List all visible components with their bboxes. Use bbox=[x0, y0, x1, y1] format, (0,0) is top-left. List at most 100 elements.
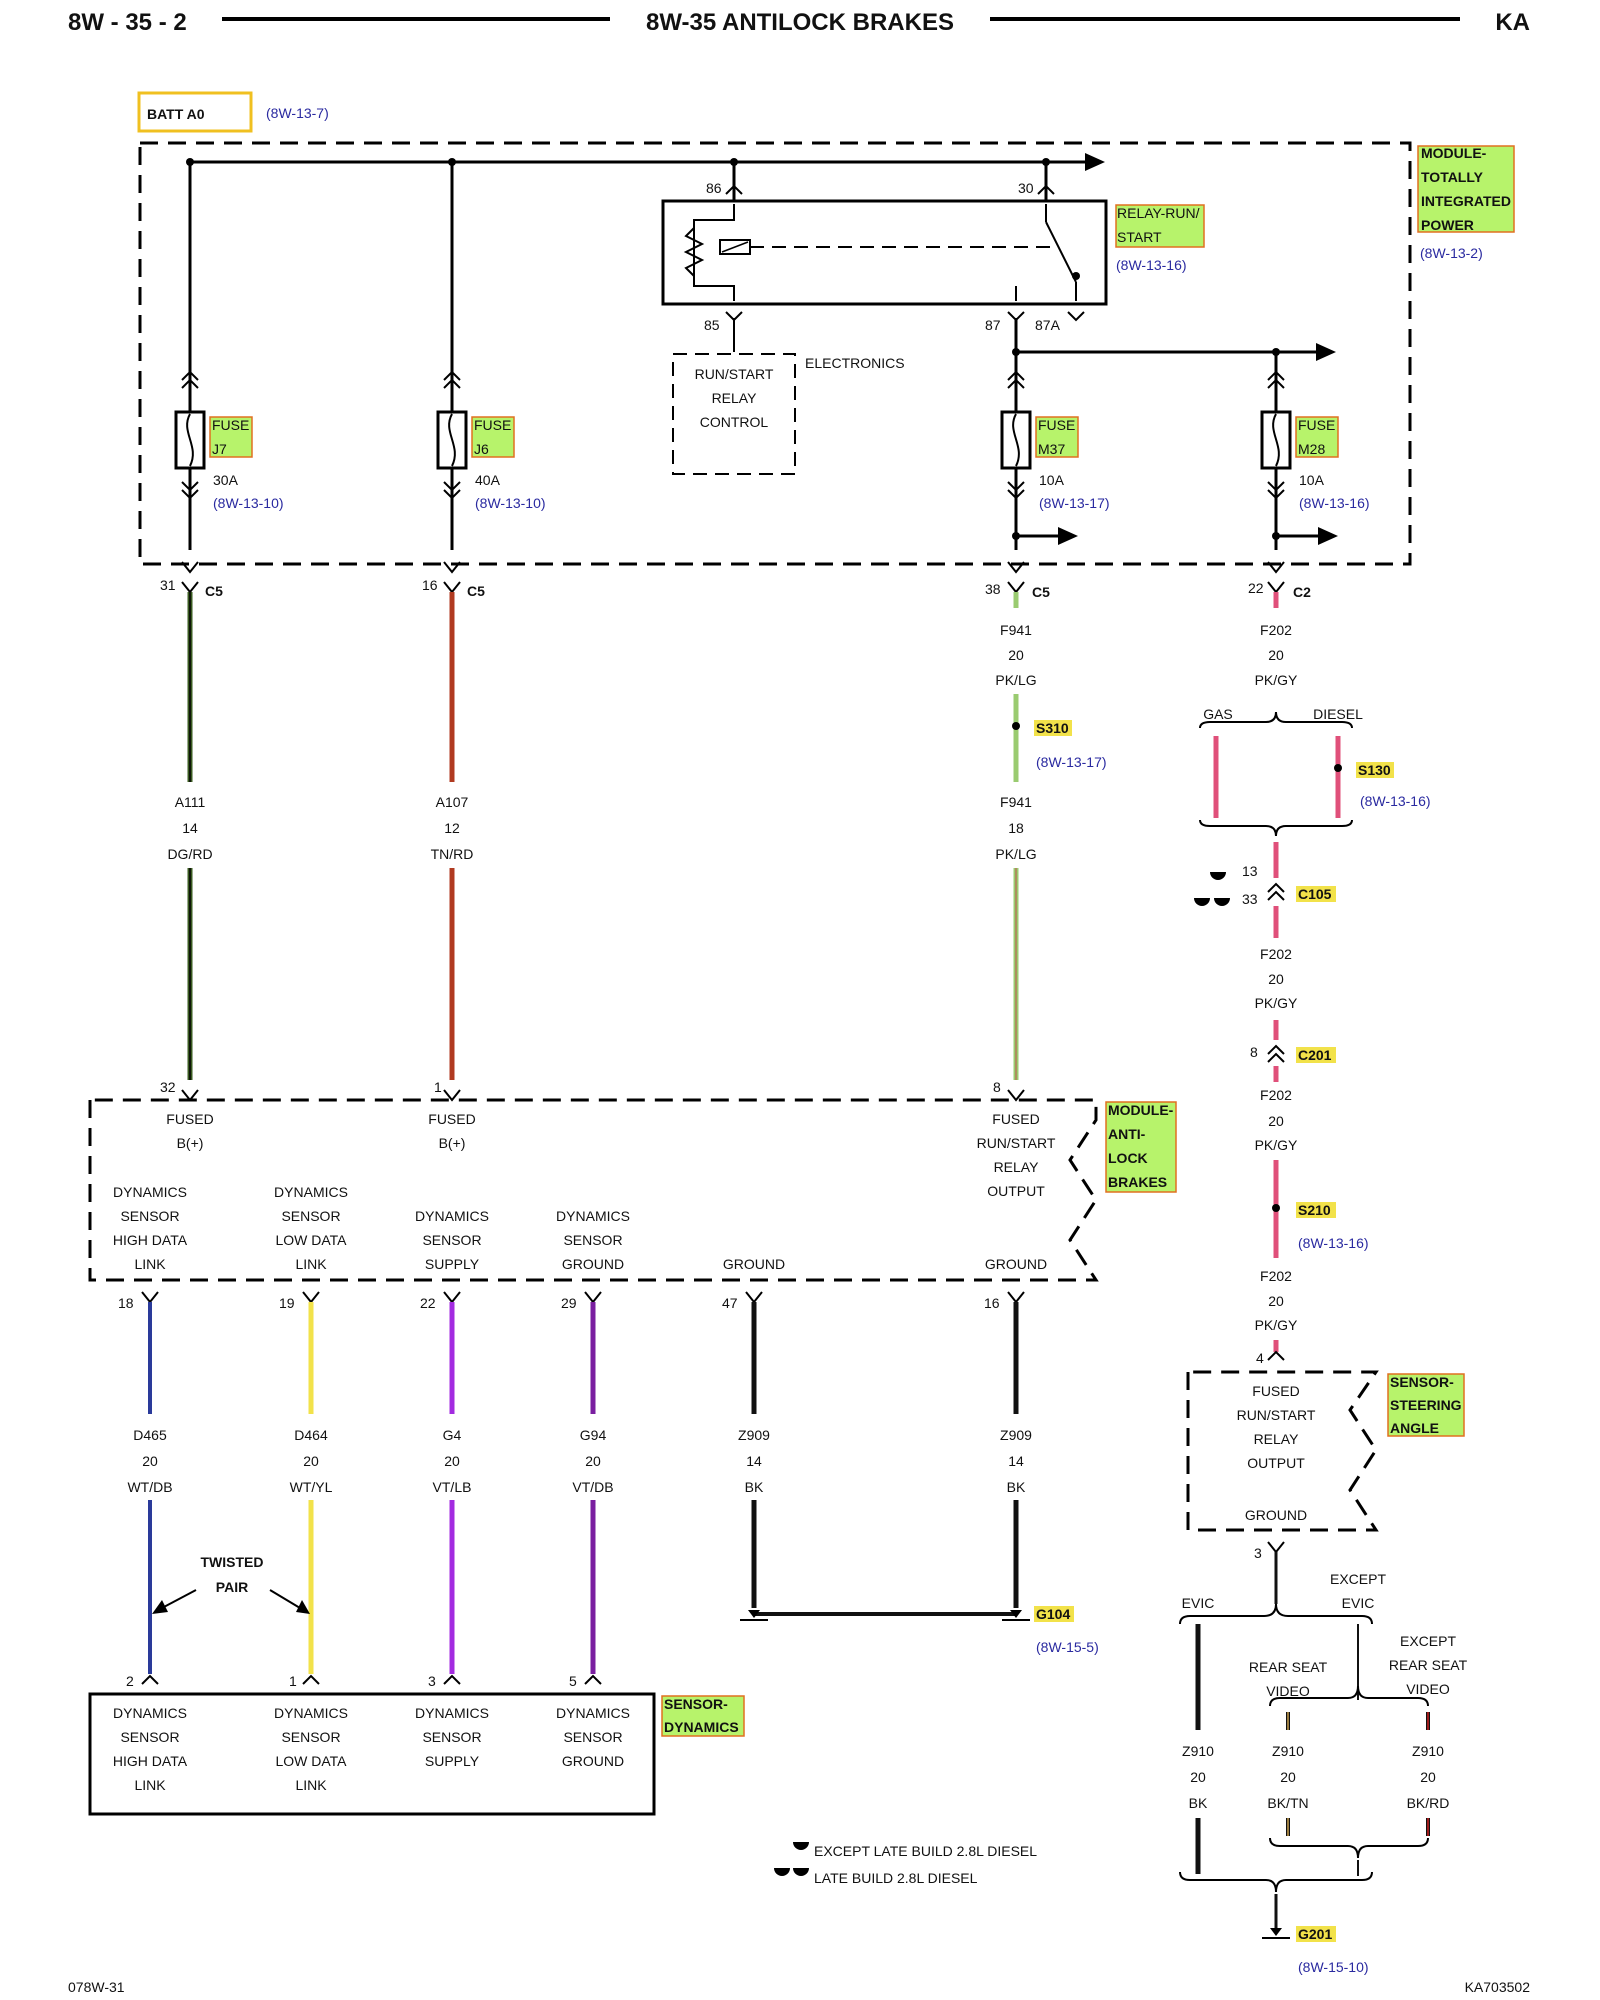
twisted-pair-line1: TWISTED bbox=[201, 1554, 264, 1570]
abs-pin-1: 1 bbox=[434, 1079, 442, 1095]
relay-ref-link[interactable]: (8W-13-16) bbox=[1116, 257, 1187, 273]
dyn-pin-2: 2 bbox=[126, 1673, 134, 1689]
bus-arrow-icon bbox=[1316, 343, 1336, 361]
abs-ground1: GROUND bbox=[723, 1256, 785, 1272]
d464-color: WT/YL bbox=[290, 1479, 333, 1495]
model-code: KA bbox=[1495, 9, 1530, 36]
fuse-j7: FUSE J7 30A (8W-13-10) bbox=[174, 370, 284, 511]
abs-hi-a: DYNAMICS bbox=[113, 1184, 187, 1200]
f202-b-gauge: 20 bbox=[1268, 971, 1284, 987]
abs-hi-d: LINK bbox=[134, 1256, 166, 1272]
abs-pin-16: 16 bbox=[984, 1295, 1000, 1311]
z909b-gauge: 14 bbox=[1008, 1453, 1024, 1469]
rsv-label-a: REAR SEAT bbox=[1249, 1659, 1328, 1675]
f202-upper-gauge: 20 bbox=[1268, 647, 1284, 663]
a107-gauge: 12 bbox=[444, 820, 460, 836]
s310-ref-link[interactable]: (8W-13-17) bbox=[1036, 754, 1107, 770]
f941-lower-color: PK/LG bbox=[995, 846, 1036, 862]
z910a-circuit: Z910 bbox=[1182, 1743, 1214, 1759]
dyn-lo-a: DYNAMICS bbox=[274, 1705, 348, 1721]
g104-ref-link[interactable]: (8W-15-5) bbox=[1036, 1639, 1099, 1655]
c105-pin-33: 33 bbox=[1242, 891, 1258, 907]
steering-in-c: RELAY bbox=[1254, 1431, 1300, 1447]
abs-pin-47: 47 bbox=[722, 1295, 738, 1311]
tipm-ref-link[interactable]: (8W-13-2) bbox=[1420, 245, 1483, 261]
abs-hi-b: SENSOR bbox=[120, 1208, 179, 1224]
except-late-build-icon bbox=[793, 1842, 809, 1850]
abs-pin-18: 18 bbox=[118, 1295, 134, 1311]
sensor-dynamics-label: SENSOR- DYNAMICS bbox=[661, 1695, 745, 1737]
d465-circuit: D465 bbox=[133, 1427, 167, 1443]
abs-module: 32 1 8 FUSED B(+) FUSED B(+) FUSED RUN/S… bbox=[88, 1079, 1099, 1282]
d464-gauge: 20 bbox=[303, 1453, 319, 1469]
a111-gauge: 14 bbox=[182, 820, 198, 836]
dyn-sup-a: DYNAMICS bbox=[415, 1705, 489, 1721]
abs-sup-c: SUPPLY bbox=[425, 1256, 480, 1272]
tipm-line2: TOTALLY bbox=[1421, 169, 1484, 185]
tipm-line4: POWER bbox=[1421, 217, 1474, 233]
conn-31-label: C5 bbox=[205, 583, 223, 599]
relay-label: RELAY-RUN/ START (8W-13-16) bbox=[1115, 204, 1205, 273]
footer-right-code: KA703502 bbox=[1465, 1979, 1531, 1995]
fuse-m37-rating: 10A bbox=[1039, 472, 1065, 488]
sensor-steering-label: SENSOR- STEERING ANGLE bbox=[1387, 1373, 1465, 1437]
relay-control-box: RUN/START RELAY CONTROL ELECTRONICS bbox=[672, 318, 905, 475]
evic-branch: EVIC EXCEPT EVIC REAR SEAT VIDEO EXCEPT … bbox=[1179, 1552, 1468, 1975]
abs-lo-a: DYNAMICS bbox=[274, 1184, 348, 1200]
dyn-lo-c: LOW DATA bbox=[275, 1753, 347, 1769]
f941-lower-gauge: 18 bbox=[1008, 820, 1024, 836]
fuse-m37: FUSE M37 10A (8W-13-17) bbox=[1000, 370, 1110, 545]
abs-ground2: GROUND bbox=[985, 1256, 1047, 1272]
s210-ref-link[interactable]: (8W-13-16) bbox=[1298, 1235, 1369, 1251]
abs-gnd-c: GROUND bbox=[562, 1256, 624, 1272]
twisted-pair-callout: TWISTED PAIR bbox=[152, 1554, 310, 1614]
s310-label: S310 bbox=[1036, 720, 1069, 736]
fuse-j6: FUSE J6 40A (8W-13-10) bbox=[436, 370, 546, 511]
dyn-gnd-c: GROUND bbox=[562, 1753, 624, 1769]
g201-ref-link[interactable]: (8W-15-10) bbox=[1298, 1959, 1369, 1975]
z910c-color: BK/RD bbox=[1407, 1795, 1450, 1811]
fuse-j7-rating: 30A bbox=[213, 472, 239, 488]
dyn-hi-d: LINK bbox=[134, 1777, 166, 1793]
relay-line1: RELAY-RUN/ bbox=[1117, 205, 1200, 221]
f202-c-gauge: 20 bbox=[1268, 1113, 1284, 1129]
relay-control-line2: RELAY bbox=[712, 390, 758, 406]
lower-wires: D465 20 WT/DB D464 20 WT/YL G4 20 VT/LB … bbox=[127, 1302, 1032, 1674]
abs-out-b: RUN/START bbox=[977, 1135, 1056, 1151]
abs-gnd-b: SENSOR bbox=[563, 1232, 622, 1248]
c201-label: C201 bbox=[1298, 1047, 1332, 1063]
dyn-sup-b: SENSOR bbox=[422, 1729, 481, 1745]
c105-pin-13: 13 bbox=[1242, 863, 1258, 879]
tipm-line3: INTEGRATED bbox=[1421, 193, 1511, 209]
f202-b-circuit: F202 bbox=[1260, 946, 1292, 962]
z910b-color: BK/TN bbox=[1267, 1795, 1308, 1811]
fuse-m37-ref-link[interactable]: (8W-13-17) bbox=[1039, 495, 1110, 511]
a107-color: TN/RD bbox=[431, 846, 474, 862]
a111-color: DG/RD bbox=[167, 846, 212, 862]
z909a-circuit: Z909 bbox=[738, 1427, 770, 1443]
f202-b-color: PK/GY bbox=[1255, 995, 1298, 1011]
late-build-icon bbox=[1214, 898, 1230, 906]
abs-pin-32: 32 bbox=[160, 1079, 176, 1095]
except-rsv-c: VIDEO bbox=[1406, 1681, 1450, 1697]
g4-circuit: G4 bbox=[443, 1427, 462, 1443]
fuse-j7-ref-link[interactable]: (8W-13-10) bbox=[213, 495, 284, 511]
f202-c-color: PK/GY bbox=[1255, 1137, 1298, 1153]
fuse-j7-line2: J7 bbox=[212, 441, 227, 457]
page-number: 8W - 35 - 2 bbox=[68, 9, 187, 36]
relay-run-start: 86 30 85 87 87A bbox=[661, 162, 1108, 333]
g94-circuit: G94 bbox=[580, 1427, 607, 1443]
z910a-gauge: 20 bbox=[1190, 1769, 1206, 1785]
fuse-m28-ref-link[interactable]: (8W-13-16) bbox=[1299, 495, 1370, 511]
steering-pin-4: 4 bbox=[1256, 1350, 1264, 1366]
legend-item1: EXCEPT LATE BUILD 2.8L DIESEL bbox=[814, 1843, 1037, 1859]
dyn-label-line2: DYNAMICS bbox=[664, 1719, 739, 1735]
s130-ref-link[interactable]: (8W-13-16) bbox=[1360, 793, 1431, 809]
z909b-color: BK bbox=[1007, 1479, 1026, 1495]
abs-out-a: FUSED bbox=[992, 1111, 1039, 1127]
dyn-hi-b: SENSOR bbox=[120, 1729, 179, 1745]
top-connectors: 31 C5 16 C5 38 C5 22 C2 bbox=[160, 561, 1311, 600]
fuse-j6-ref-link[interactable]: (8W-13-10) bbox=[475, 495, 546, 511]
batt-ref-link[interactable]: (8W-13-7) bbox=[266, 105, 329, 121]
